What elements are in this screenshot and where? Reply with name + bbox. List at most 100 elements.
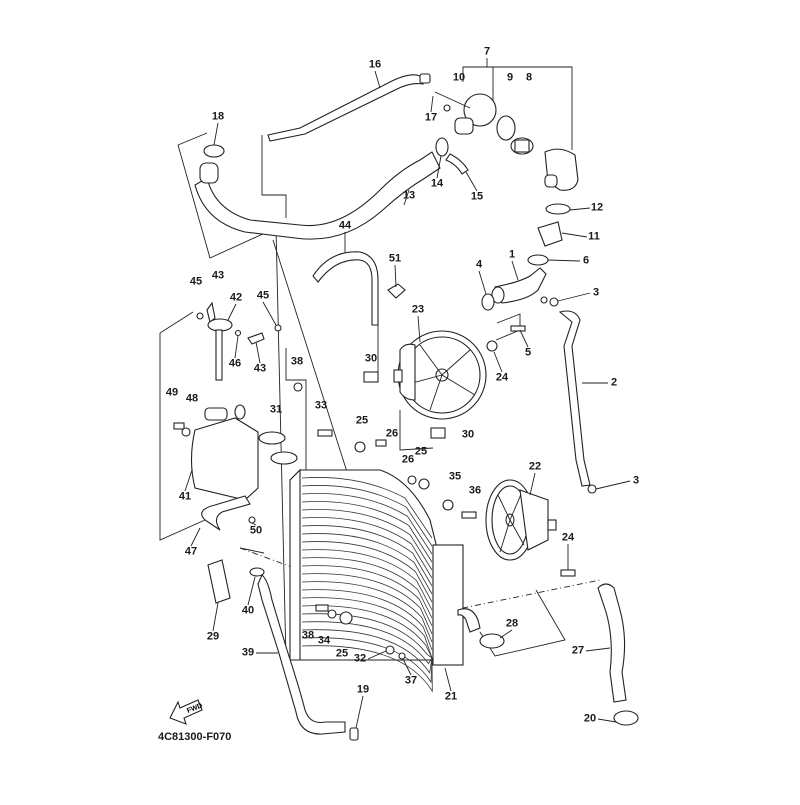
part-21-radiator xyxy=(289,468,464,693)
part-45-clip-a xyxy=(196,312,204,320)
part-47-hose xyxy=(201,495,251,531)
callout-50: 50 xyxy=(249,524,263,537)
part-43-pipe-a xyxy=(206,301,216,323)
callout-17: 17 xyxy=(424,111,438,124)
part-24-bolt-lower xyxy=(560,569,576,577)
part-11-hose xyxy=(537,221,563,247)
radiator-filler-neck xyxy=(270,451,298,465)
part-30-damper-b xyxy=(430,427,446,439)
callout-19: 19 xyxy=(356,683,370,696)
part-41-reservoir xyxy=(190,404,259,501)
callout-27: 27 xyxy=(571,644,585,657)
part-34-washer xyxy=(327,609,337,619)
part-39-hose xyxy=(257,574,346,735)
callout-8: 8 xyxy=(525,71,533,84)
part-28-clamp xyxy=(479,633,505,649)
callout-25: 25 xyxy=(335,647,349,660)
part-20-clamp xyxy=(613,710,639,726)
radiator-fin xyxy=(301,573,433,635)
callout-36: 36 xyxy=(468,484,482,497)
part-27-hose xyxy=(597,583,627,703)
part-25-grommet-a xyxy=(354,441,366,453)
fwd-arrow-icon: FWD xyxy=(169,699,204,725)
callout-9: 9 xyxy=(506,71,514,84)
part-19-clamp xyxy=(349,727,359,741)
radiator-fin xyxy=(301,477,433,539)
callout-42: 42 xyxy=(229,291,243,304)
part-18-clamp xyxy=(203,144,225,158)
part-23-fan-upper xyxy=(393,330,487,420)
radiator-fin xyxy=(301,589,433,651)
callout-12: 12 xyxy=(590,201,604,214)
part-26-collar-b xyxy=(407,475,417,485)
diagram-code: 4C81300-F070 xyxy=(158,731,232,743)
callout-24: 24 xyxy=(561,531,575,544)
callout-51: 51 xyxy=(388,252,402,265)
callout-40: 40 xyxy=(241,604,255,617)
part-30-damper-a xyxy=(363,371,379,383)
part-45-clip-b xyxy=(274,324,282,332)
part-46-clip xyxy=(234,329,242,337)
radiator-fin xyxy=(301,525,433,587)
radiator-fin xyxy=(301,565,433,627)
callout-25: 25 xyxy=(355,414,369,427)
callout-29: 29 xyxy=(206,630,220,643)
radiator-fin xyxy=(301,645,433,693)
callout-11: 11 xyxy=(588,230,600,243)
part-16-hose xyxy=(267,73,431,142)
part-44-hose xyxy=(312,251,379,326)
part-33-bolt xyxy=(317,429,333,437)
callout-31: 31 xyxy=(269,403,283,416)
part-25-grommet-c xyxy=(339,611,353,625)
callout-33: 33 xyxy=(314,399,328,412)
radiator-fin xyxy=(301,541,433,603)
callout-3: 3 xyxy=(632,474,640,487)
callout-30: 30 xyxy=(461,428,475,441)
callout-38: 38 xyxy=(290,355,304,368)
callout-10: 10 xyxy=(452,71,466,84)
callout-6: 6 xyxy=(582,254,590,267)
radiator-fin xyxy=(301,533,433,595)
radiator-fin xyxy=(301,493,433,555)
callout-37: 37 xyxy=(404,674,418,687)
callout-26: 26 xyxy=(401,453,415,466)
part-14-clamp xyxy=(435,137,449,157)
part-5-bolt xyxy=(510,325,526,332)
callout-15: 15 xyxy=(470,190,484,203)
radiator-fin xyxy=(301,509,433,571)
radiator-fin xyxy=(301,581,433,643)
callout-41: 41 xyxy=(178,490,192,503)
radiator-fin xyxy=(301,597,433,659)
callout-7: 7 xyxy=(483,45,491,58)
part-43-pipe-b xyxy=(247,332,265,345)
part-2-hose xyxy=(558,310,591,487)
part-13-hose xyxy=(194,151,441,240)
callout-35: 35 xyxy=(448,470,462,483)
radiator-fin xyxy=(301,549,433,611)
leader-lines xyxy=(184,70,631,729)
part-29-protector xyxy=(207,559,231,604)
part-6-clamp xyxy=(527,254,549,266)
callout-22: 22 xyxy=(528,460,542,473)
part-26-collar-a xyxy=(375,439,387,447)
callout-3: 3 xyxy=(592,286,600,299)
callout-28: 28 xyxy=(505,617,519,630)
part-4-o-ring xyxy=(481,293,495,311)
callout-5: 5 xyxy=(524,346,532,359)
part-42-cap-assembly xyxy=(207,318,233,381)
radiator-fin xyxy=(301,613,433,659)
part-37-nut xyxy=(398,652,406,660)
callout-48: 48 xyxy=(185,392,199,405)
part-38-bolt-upper xyxy=(293,382,303,392)
part-9-o-ring xyxy=(496,115,516,141)
callout-45: 45 xyxy=(256,289,270,302)
callout-2: 2 xyxy=(610,376,618,389)
callout-43: 43 xyxy=(211,269,225,282)
callout-39: 39 xyxy=(241,646,255,659)
callout-44: 44 xyxy=(338,219,352,232)
radiator-fin xyxy=(301,621,433,665)
radiator-fin xyxy=(301,557,433,619)
part-50-clip xyxy=(248,516,256,524)
